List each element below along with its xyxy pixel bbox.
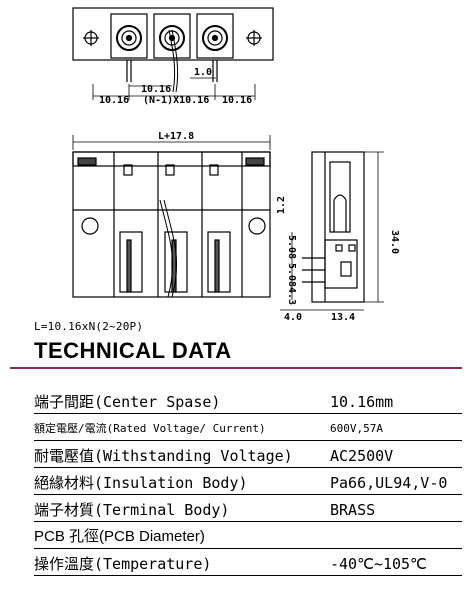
screw-terminal-3 (196, 13, 234, 59)
dim-pitch-between: 10.16 (141, 84, 171, 95)
top-view (72, 7, 274, 100)
dim-offset: 4.0 (284, 312, 302, 320)
dim-pitch-formula: (N-1)X10.16 (143, 95, 209, 106)
range-note: L=10.16xN(2~20P) (34, 320, 144, 333)
dim-total-length: L+17.8 (158, 131, 194, 142)
section-title: TECHNICAL DATA (34, 338, 232, 363)
spec-row: 端子材質(Terminal Body) BRASS (34, 494, 462, 522)
dim-gap: 1.2 (276, 196, 287, 214)
dim-pitch-right: 10.16 (222, 95, 252, 106)
spec-value (326, 521, 462, 549)
spec-value: AC2500V (326, 440, 462, 468)
mount-circle-right (248, 217, 266, 235)
spec-value: 10.16mm (326, 387, 462, 414)
dim-pin-c: 4.3 (286, 287, 297, 305)
spec-label: 操作溫度(Temperature) (34, 548, 326, 576)
title-divider (10, 367, 462, 369)
spec-label: 端子間距(Center Spase) (34, 387, 326, 414)
spec-row: 絕緣材料(Insulation Body) Pa66,UL94,V-0 (34, 467, 462, 495)
spec-value: -40℃~105℃ (326, 548, 462, 576)
technical-drawing: 10.16 10.16 (N-1)X10.16 10.16 1.0 L+17.8 (72, 7, 400, 320)
dim-depth: 13.4 (331, 312, 355, 320)
spec-row: 額定電壓/電流(Rated Voltage/ Current) 600V,57A (34, 413, 462, 441)
top-view-body (72, 7, 274, 61)
side-view (280, 151, 384, 311)
spec-label: 額定電壓/電流(Rated Voltage/ Current) (34, 413, 326, 441)
side-view-body (311, 151, 365, 303)
dim-height: 34.0 (389, 230, 400, 254)
mount-circle-left (81, 217, 99, 235)
front-view (72, 135, 271, 298)
dim-pin-a: 5.08 (286, 235, 297, 259)
screw-terminal-2 (153, 13, 191, 59)
dim-pin-width: 1.0 (194, 67, 212, 78)
mounting-hole-icon (246, 30, 262, 46)
spec-label: 耐電壓值(Withstanding Voltage) (34, 440, 326, 468)
spec-table: 端子間距(Center Spase) 10.16mm 額定電壓/電流(Rated… (34, 387, 462, 576)
dim-pin-b: 5.08 (286, 263, 297, 287)
spec-label: 絕緣材料(Insulation Body) (34, 467, 326, 495)
spec-row: 操作溫度(Temperature) -40℃~105℃ (34, 548, 462, 576)
spec-row: 端子間距(Center Spase) 10.16mm (34, 387, 462, 414)
dim-pitch-left: 10.16 (99, 95, 129, 106)
mounting-hole-icon (83, 30, 99, 46)
spec-value: BRASS (326, 494, 462, 522)
wire (171, 29, 179, 93)
spec-row: 耐電壓值(Withstanding Voltage) AC2500V (34, 440, 462, 468)
spec-value: 600V,57A (326, 413, 462, 441)
screw-terminal-1 (110, 13, 148, 59)
spec-label: PCB 孔徑(PCB Diameter) (34, 521, 326, 549)
spec-label: 端子材質(Terminal Body) (34, 494, 326, 522)
spec-row: PCB 孔徑(PCB Diameter) (34, 521, 462, 549)
spec-value: Pa66,UL94,V-0 (326, 467, 462, 495)
